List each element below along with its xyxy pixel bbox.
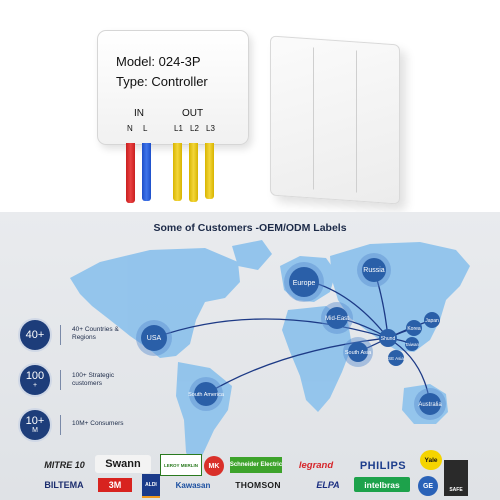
logo-intelbras: intelbras: [354, 477, 410, 492]
stat-customers-text: 100+ Strategic customers: [72, 372, 115, 387]
region-labels: USA South America Europe Russia Mid-East…: [147, 267, 443, 408]
product-area: Model: 024-3P Type: Controller IN OUT N …: [0, 0, 500, 212]
type-label: Type: Controller: [116, 74, 208, 89]
logo-biltema: BILTEMA: [44, 479, 84, 490]
region-label-mid-east: Mid-East: [325, 316, 349, 322]
region-label-europe: Europe: [293, 280, 316, 287]
logo-elpa: ELPA: [316, 480, 340, 490]
pin-l1: L1: [174, 124, 183, 133]
region-label-korea: Korea: [407, 326, 421, 332]
hub-europe: [289, 267, 319, 297]
region-label-taiwan: Taiwan: [405, 342, 420, 347]
logo-ge: GE: [418, 476, 438, 496]
stat-consumers-circle: 10+M: [20, 410, 50, 440]
region-label-south-america: South America: [188, 392, 225, 398]
region-label-russia: Russia: [363, 267, 385, 274]
hub-south-asia: [348, 342, 368, 362]
south-america-shape: [176, 362, 232, 470]
logo-thomson: THOMSON: [235, 480, 281, 490]
wire-neutral: [126, 143, 135, 203]
stat-consumers-text: 10M+ Consumers: [72, 420, 124, 427]
stat-divider: [60, 325, 61, 345]
out-label: OUT: [182, 108, 204, 119]
logo-safe: SAFE: [444, 460, 468, 496]
africa-shape: [282, 306, 352, 412]
stat-countries-text: 40+ Countries & Regions: [72, 326, 119, 341]
logo-leroy-merlin: LEROY MERLIN: [160, 454, 202, 476]
wire-l3: [205, 143, 214, 199]
stat-divider: [60, 415, 61, 435]
logo-kawasan: Kawasan: [175, 480, 211, 490]
region-label-japan: Japan: [425, 318, 439, 324]
region-label-se-asia: SE Asia: [388, 356, 404, 361]
logo-philips: PHILIPS: [359, 459, 407, 472]
customers-title: Some of Customers -OEM/ODM Labels: [153, 222, 347, 234]
hub-japan: [424, 312, 440, 328]
pin-l2: L2: [190, 124, 199, 133]
logo-yale: Yale: [420, 450, 442, 470]
pin-l3: L3: [206, 124, 215, 133]
logo-mitre10: MITRE 10: [44, 460, 85, 470]
region-hubs: [136, 253, 446, 420]
logo-schneider: Schneider Electric: [230, 457, 282, 473]
region-label-shund: Shund: [381, 336, 396, 342]
hub-taiwan: [405, 337, 419, 351]
logo-aldi: ALDI: [142, 474, 160, 498]
wire-l2: [189, 143, 198, 202]
wire-l1: [173, 143, 182, 201]
hub-australia: [419, 393, 441, 415]
stat-divider: [60, 370, 61, 390]
hub-shund: [379, 329, 397, 347]
controller-module: Model: 024-3P Type: Controller IN OUT N …: [97, 30, 249, 145]
route-south-america: [205, 337, 389, 395]
logo-3m: 3M: [98, 478, 132, 492]
wire-live: [142, 143, 151, 201]
logo-legrand: legrand: [298, 459, 334, 471]
continents: [70, 240, 470, 470]
asia-shape: [330, 242, 470, 352]
logo-mk: MK: [204, 456, 224, 476]
route-usa: [153, 318, 389, 339]
model-label: Model: 024-3P: [116, 54, 201, 69]
hub-south-america: [194, 382, 218, 406]
hub-se-asia: [388, 350, 404, 366]
region-label-australia: Australia: [418, 402, 442, 408]
in-label: IN: [134, 108, 144, 119]
hub-usa: [141, 325, 167, 351]
hub-mid-east: [326, 307, 348, 329]
pin-n: N: [127, 124, 133, 133]
hub-korea: [406, 320, 422, 336]
greenland-shape: [232, 240, 272, 270]
stat-countries-circle: 40+: [20, 320, 50, 350]
region-label-usa: USA: [147, 335, 162, 342]
stat-customers-circle: 100+: [20, 365, 50, 395]
north-america-shape: [70, 248, 240, 358]
region-label-south-asia: South Asia: [345, 350, 372, 356]
pin-l: L: [143, 124, 148, 133]
logo-swann: Swann: [95, 455, 151, 473]
hub-russia: [362, 258, 386, 282]
